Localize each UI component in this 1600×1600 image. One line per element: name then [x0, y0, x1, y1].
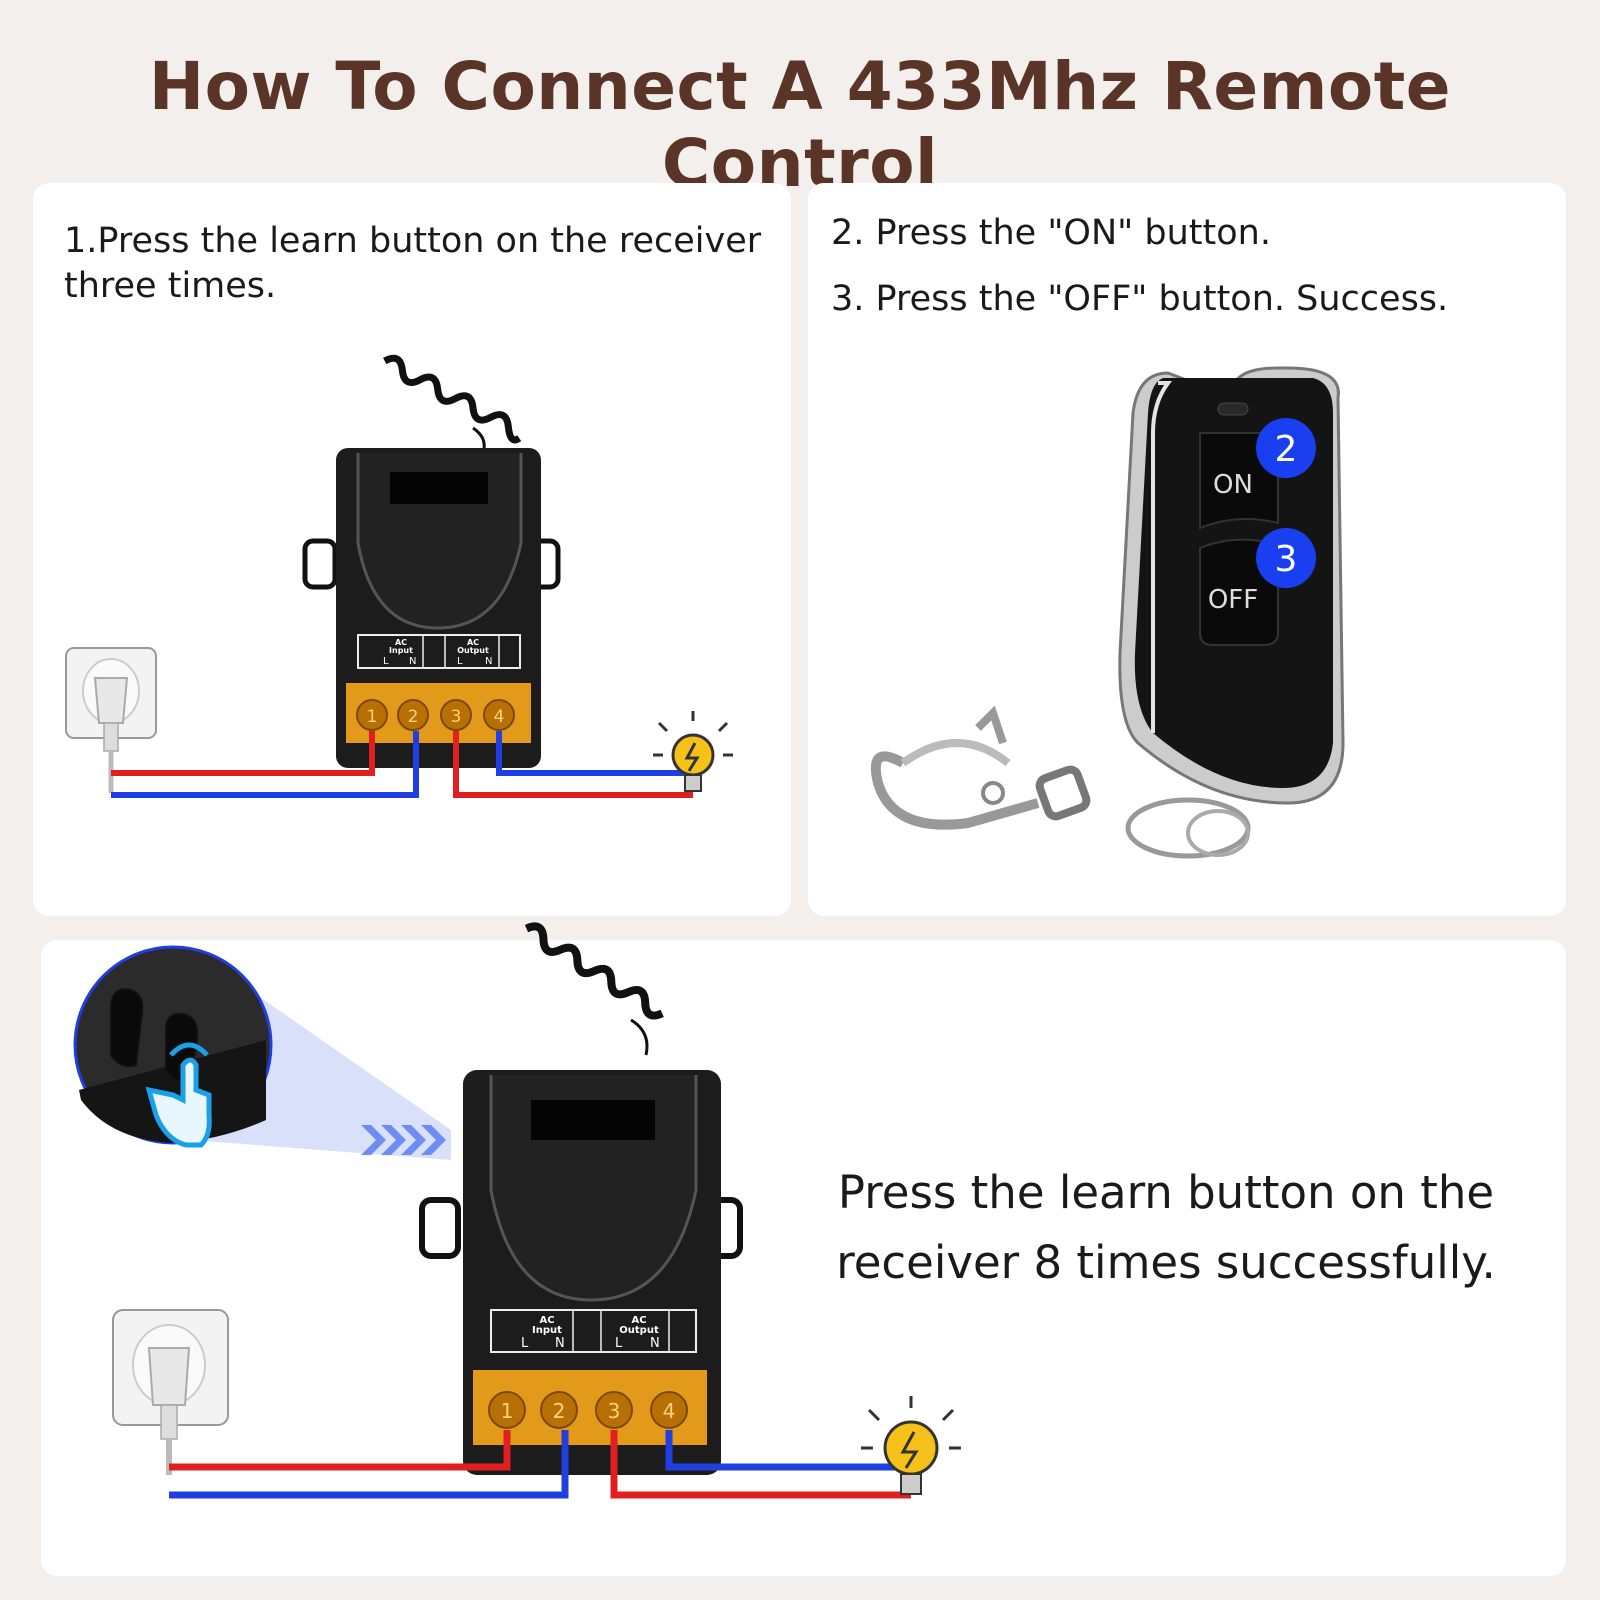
finger-press-icon — [145, 1042, 212, 1148]
step3-panel: Press the learn button on the receiver 8… — [41, 922, 1566, 1576]
svg-text:3: 3 — [451, 707, 462, 727]
svg-text:L: L — [521, 1336, 529, 1351]
learn-button-zoom-icon — [73, 945, 273, 1148]
page-title: How To Connect A 433Mhz Remote Control — [148, 48, 1452, 202]
off-button-label: OFF — [1208, 585, 1258, 615]
remote-control-icon: ON OFF 2 3 — [1118, 366, 1345, 805]
svg-text:4: 4 — [494, 707, 505, 727]
step1-instruction: 1.Press the learn button on the receiver… — [64, 221, 762, 306]
off-step-badge: 3 — [1275, 539, 1298, 580]
svg-text:N: N — [650, 1336, 660, 1351]
step3-wiring-diagram: AC Input AC Output L N L N 1 2 3 4 — [73, 922, 961, 1499]
wiring — [111, 731, 693, 798]
svg-text:Output: Output — [619, 1325, 659, 1336]
arrows-icon — [361, 1125, 446, 1155]
svg-text:N: N — [409, 656, 416, 667]
step1-wiring-diagram: AC Input AC Output L N L N 1 2 3 4 — [65, 354, 733, 798]
svg-text:Output: Output — [457, 646, 489, 655]
receiver-icon: AC Input AC Output L N L N 1 2 3 4 — [302, 448, 561, 768]
step3-instruction: 3. Press the "OFF" button. Success. — [831, 279, 1449, 319]
step3-learn-instruction: Press the learn button on the receiver 8… — [836, 1166, 1496, 1289]
power-outlet-icon — [112, 1309, 229, 1475]
svg-text:Input: Input — [389, 646, 413, 655]
ac-input-label: AC — [395, 638, 407, 647]
step2-instruction: 2. Press the "ON" button. — [831, 213, 1271, 253]
step2-panel: 2. Press the "ON" button. 3. Press the "… — [808, 183, 1566, 916]
svg-text:4: 4 — [663, 1399, 676, 1423]
antenna-icon — [524, 922, 664, 1056]
on-button-label: ON — [1213, 470, 1253, 500]
svg-text:2: 2 — [553, 1399, 566, 1423]
step1-panel: 1.Press the learn button on the receiver… — [33, 183, 791, 916]
svg-text:L: L — [457, 656, 463, 667]
keychain-icon — [870, 705, 1251, 859]
svg-text:1: 1 — [501, 1399, 514, 1423]
receiver-icon: AC Input AC Output L N L N 1 2 3 4 — [419, 1070, 743, 1475]
svg-text:AC: AC — [539, 1315, 554, 1326]
light-bulb-icon — [653, 711, 733, 792]
svg-text:L: L — [615, 1336, 623, 1351]
svg-text:AC: AC — [631, 1315, 646, 1326]
svg-text:1: 1 — [367, 707, 378, 727]
svg-text:Input: Input — [532, 1325, 562, 1336]
svg-text:N: N — [555, 1336, 565, 1351]
svg-text:L: L — [383, 656, 389, 667]
ac-output-label: AC — [467, 638, 479, 647]
remote-control-illustration: ON OFF 2 3 — [870, 366, 1345, 859]
light-bulb-icon — [861, 1396, 961, 1495]
on-step-badge: 2 — [1275, 429, 1298, 470]
svg-text:3: 3 — [608, 1399, 621, 1423]
antenna-icon — [383, 354, 522, 454]
svg-text:2: 2 — [408, 707, 419, 727]
power-outlet-icon — [65, 647, 157, 793]
wiring — [169, 1430, 911, 1499]
svg-text:N: N — [485, 656, 492, 667]
